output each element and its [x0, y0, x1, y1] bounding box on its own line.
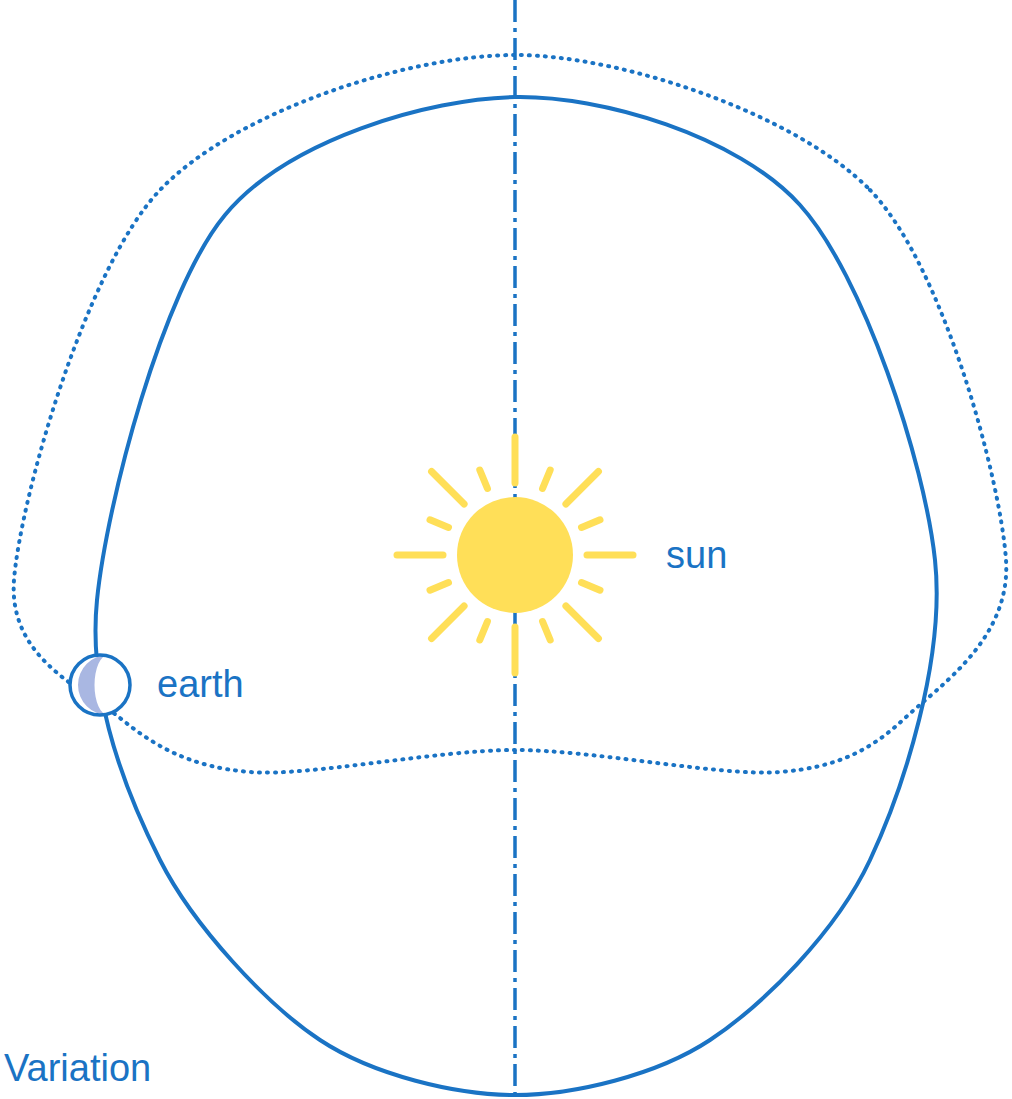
sun-ray	[566, 606, 599, 639]
sun-ray	[512, 437, 519, 483]
sun-ray	[480, 622, 488, 640]
sun-ray	[430, 583, 448, 591]
body-label: sun	[666, 535, 727, 577]
sun-ray	[480, 470, 488, 488]
diagram-caption: Variation	[4, 1048, 151, 1090]
body-label: earth	[157, 664, 244, 706]
sun-ray	[582, 520, 600, 528]
sun-ray	[587, 552, 633, 559]
earth-disc	[70, 655, 130, 715]
sun-ray	[397, 552, 443, 559]
sun-ray	[512, 627, 519, 673]
sun-ray	[582, 583, 600, 591]
sun-disc	[457, 497, 573, 613]
dotted-orbit	[14, 55, 1007, 773]
sun-ray	[432, 606, 465, 639]
sun-ray	[543, 470, 551, 488]
sun-ray	[543, 622, 551, 640]
sun-ray	[432, 472, 465, 505]
moon-orbit	[95, 97, 936, 1095]
earth-shadow	[78, 655, 108, 715]
sun-ray	[430, 520, 448, 528]
sun-ray	[566, 472, 599, 505]
earth-symbol	[70, 655, 130, 715]
earth-outline	[70, 655, 130, 715]
sun-symbol	[397, 437, 633, 673]
